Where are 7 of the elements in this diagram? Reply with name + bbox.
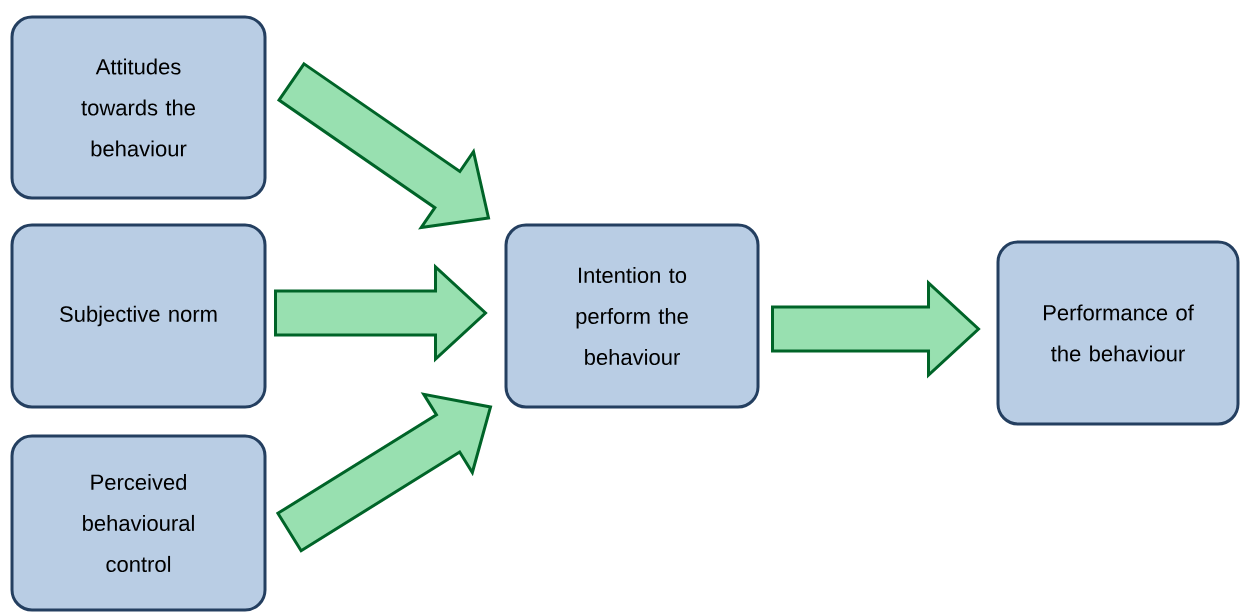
process-box: Performance of the behaviour [996,240,1240,426]
process-box: Perceived behavioural control [10,434,267,612]
process-box: Subjective norm [10,223,267,409]
block-arrow [274,263,488,363]
process-box: Attitudes towards the behaviour [10,15,267,200]
block-arrow [771,279,981,379]
process-box: Intention to perform the behaviour [504,223,760,409]
